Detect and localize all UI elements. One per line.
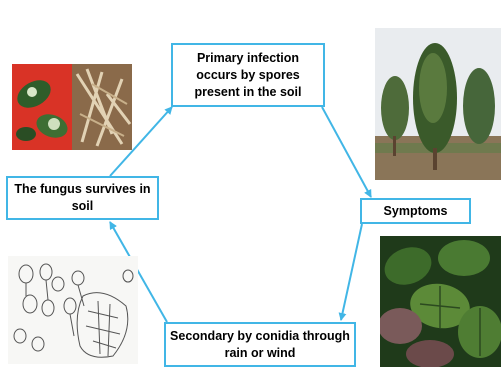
symptoms-box: Symptoms	[360, 198, 471, 224]
fungal-spores-drawing	[8, 256, 138, 364]
arrow-symptoms-to-secondary	[341, 224, 362, 320]
primary-infection-text: Primary infection occurs by spores prese…	[177, 50, 319, 101]
secondary-spread-box: Secondary by conidia through rain or win…	[164, 322, 356, 367]
fungus-survives-box: The fungus survives in soil	[6, 176, 159, 220]
diseased-vines-photo	[375, 28, 501, 180]
fungus-survives-text: The fungus survives in soil	[12, 181, 153, 215]
arrow-primary-to-symptoms	[322, 107, 371, 197]
symptomatic-leaves-photo	[380, 236, 501, 367]
symptoms-text: Symptoms	[384, 203, 448, 220]
secondary-spread-text: Secondary by conidia through rain or win…	[170, 328, 350, 362]
primary-infection-box: Primary infection occurs by spores prese…	[171, 43, 325, 107]
infected-leaf-photo	[12, 64, 132, 150]
